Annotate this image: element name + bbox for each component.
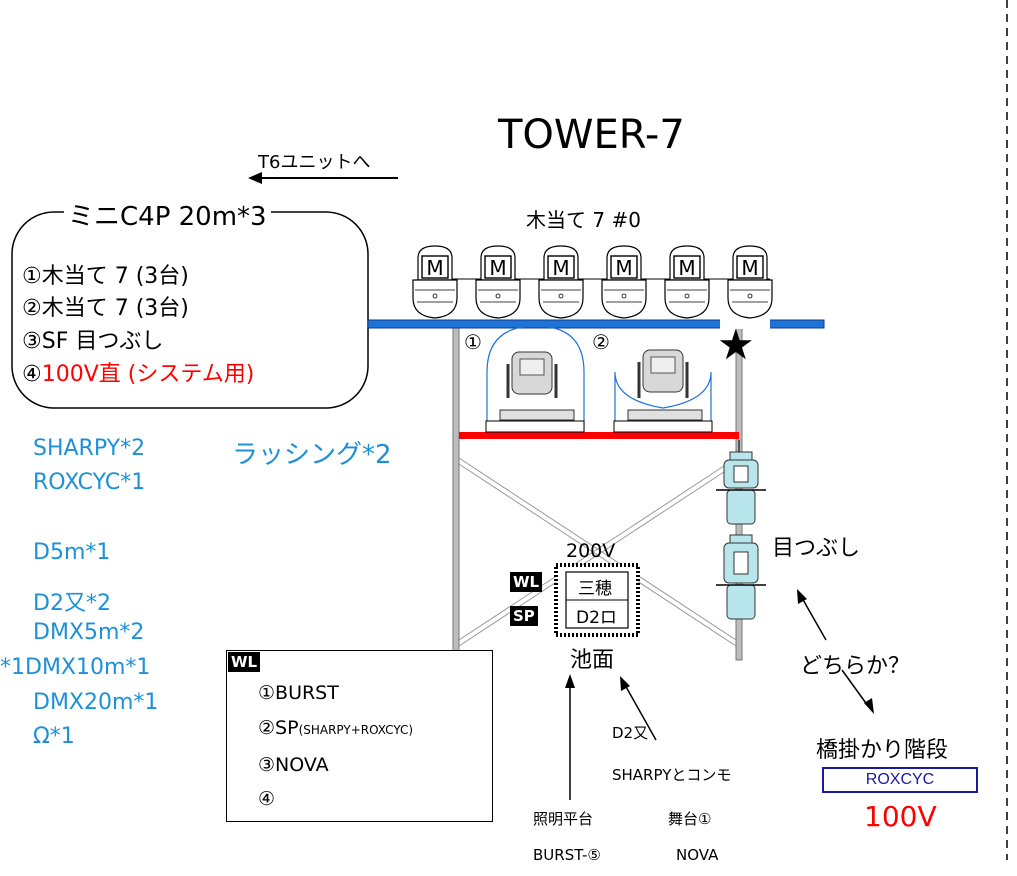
fixture-letter: M xyxy=(426,256,443,280)
stairs-voltage: 100V xyxy=(864,800,937,833)
arrow-to-t6 xyxy=(248,172,398,184)
butai-source-line-2: NOVA xyxy=(676,846,719,864)
wl-box-tag: WL xyxy=(228,652,261,672)
arrow-either-up xyxy=(797,589,827,641)
blinder-label: 目つぶし xyxy=(772,536,861,561)
fixture-3: M xyxy=(538,245,584,319)
cable-box-header: ミニC4P 20m*3 xyxy=(64,196,271,233)
d2-note-line-1: D2又 xyxy=(612,724,649,742)
sharpy-marker-2: ② xyxy=(592,330,610,354)
arrow-to-label: T6ユニットへ xyxy=(258,152,371,173)
fixture-letter: M xyxy=(741,256,758,280)
cable-line-3: ③SF 目つぶし xyxy=(22,329,164,354)
sharpy-2-enclosure xyxy=(613,349,713,433)
inventory-item: DMX20m*1 xyxy=(33,690,159,715)
inventory-item: SHARPY*2 xyxy=(33,436,146,461)
top-truss-bar xyxy=(367,319,825,329)
inventory-dmx10: DMX10m*1 xyxy=(25,655,151,680)
d2-note-line-2: SHARPYとコンモ xyxy=(612,766,732,784)
inventory-item: Ω*1 xyxy=(33,724,75,749)
fixture-6: M xyxy=(727,245,773,319)
butai-source-line-1: 舞台① xyxy=(668,810,712,828)
wl-line-3: ③NOVA xyxy=(258,754,329,776)
inventory-item: D2又*2 xyxy=(33,591,111,616)
arrow-d2-to-ikemen xyxy=(620,676,657,741)
cross-bracing xyxy=(458,457,737,647)
fixture-letter: M xyxy=(615,256,632,280)
blinder-top xyxy=(716,440,766,525)
wl-line-4: ④ xyxy=(258,788,276,810)
stairs-roxcyc-box: ROXCYC xyxy=(822,767,978,793)
inventory-item-dmx10: *1DMX10m*1 xyxy=(0,655,150,680)
fixture-5: M xyxy=(664,245,710,319)
sharpy-1-enclosure xyxy=(485,325,585,433)
cable-line-2: ②木当て 7 (3台) xyxy=(22,296,189,321)
arrow-either-down xyxy=(841,669,874,714)
tower-pole-left xyxy=(452,324,460,661)
wl-line-2-main: ②SP xyxy=(258,717,299,739)
cable-line-4-red: 100V直 (システム用) xyxy=(41,362,255,387)
wl-box xyxy=(226,650,493,822)
power-box-line-2: D2ロ xyxy=(576,608,617,628)
arrow-stage-to-ikemen xyxy=(565,674,575,800)
stage-source-line-1: 照明平台 xyxy=(533,810,594,828)
wl-line-2: ②SP(SHARPY+ROXCYC) xyxy=(258,717,413,739)
fixture-letter: M xyxy=(678,256,695,280)
inventory-item: D5m*1 xyxy=(33,540,111,565)
fixture-letter: M xyxy=(489,256,506,280)
fixture-2: M xyxy=(475,245,521,319)
inventory-item: DMX5m*2 xyxy=(33,620,145,645)
power-below-label: 池面 xyxy=(570,648,615,673)
fixture-row-label: 木当て 7 #0 xyxy=(526,208,641,232)
stairs-label: 橋掛かり階段 xyxy=(816,738,949,763)
blinder-bottom xyxy=(716,534,766,620)
lashing-label: ラッシング*2 xyxy=(232,440,392,470)
cable-line-4: ④100V直 (システム用) xyxy=(22,356,254,388)
cable-line-1: ①木当て 7 (3台) xyxy=(22,264,189,289)
inventory-dmx10-prefix: *1 xyxy=(0,655,25,680)
fixture-4: M xyxy=(601,245,647,319)
fixture-1: M xyxy=(412,245,458,319)
wl-line-2-note: (SHARPY+ROXCYC) xyxy=(298,723,414,737)
tag-wl: WL xyxy=(510,572,543,592)
inventory-item: ROXCYC*1 xyxy=(33,470,146,495)
tag-sp: SP xyxy=(510,606,538,626)
truss-gap xyxy=(720,319,770,329)
sharpy-marker-1: ① xyxy=(464,330,482,354)
tower-title: TOWER-7 xyxy=(498,112,685,158)
red-bar xyxy=(459,432,739,439)
power-box-line-1: 三穂 xyxy=(578,579,612,599)
cable-line-4-prefix: ④ xyxy=(22,362,42,387)
wl-line-1: ①BURST xyxy=(258,682,339,704)
either-label: どちらか？ xyxy=(800,654,911,679)
stage-source-line-2: BURST-⑤ xyxy=(533,846,601,864)
fixture-letter: M xyxy=(552,256,569,280)
star-icon: ★ xyxy=(717,320,755,369)
power-voltage: 200V xyxy=(566,540,616,562)
